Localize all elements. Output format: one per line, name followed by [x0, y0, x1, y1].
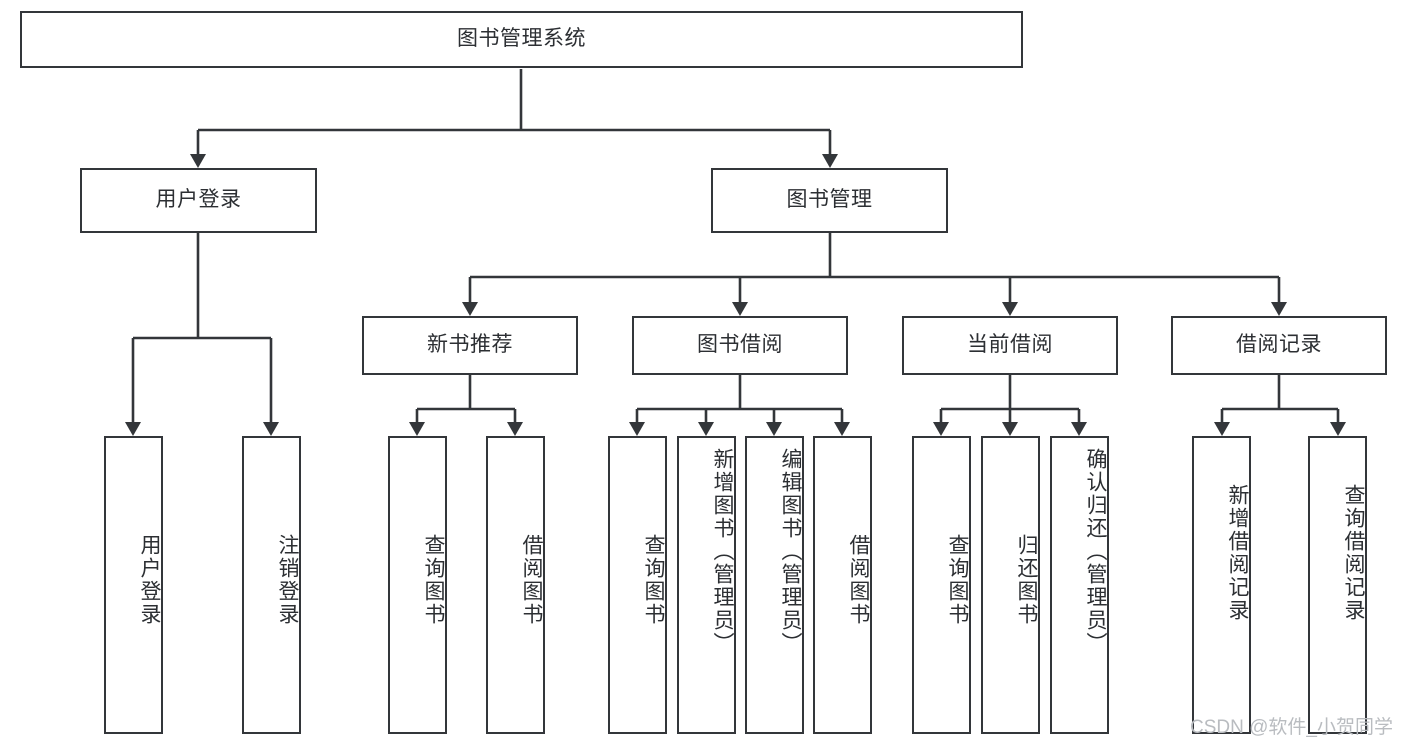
leaf-label: 借阅图书	[847, 534, 870, 626]
leaf-return-book[interactable]: 归还图书	[981, 436, 1040, 734]
node-new-book-recommend[interactable]: 新书推荐	[362, 316, 578, 375]
node-root-system[interactable]: 图书管理系统	[20, 11, 1023, 68]
leaf-label: 归还图书	[1015, 534, 1038, 626]
node-user-login[interactable]: 用户登录	[80, 168, 317, 233]
leaf-confirm-return-admin[interactable]: 确认归还（管理员）	[1050, 436, 1109, 734]
leaf-label: 借阅图书	[520, 534, 543, 626]
leaf-add-book-admin[interactable]: 新增图书（管理员）	[677, 436, 736, 734]
leaf-label: 注销登录	[276, 534, 299, 626]
leaf-query-book-borrow[interactable]: 查询图书	[608, 436, 667, 734]
leaf-edit-book-admin[interactable]: 编辑图书（管理员）	[745, 436, 804, 734]
leaf-user-login[interactable]: 用户登录	[104, 436, 163, 734]
node-borrow-record[interactable]: 借阅记录	[1171, 316, 1387, 375]
leaf-logout[interactable]: 注销登录	[242, 436, 301, 734]
leaf-label: 编辑图书（管理员）	[779, 448, 802, 655]
leaf-query-book-current[interactable]: 查询图书	[912, 436, 971, 734]
leaf-borrow-book[interactable]: 借阅图书	[813, 436, 872, 734]
leaf-label: 查询图书	[642, 534, 665, 626]
leaf-label: 新增图书（管理员）	[711, 448, 734, 655]
node-current-borrow[interactable]: 当前借阅	[902, 316, 1118, 375]
leaf-label: 查询借阅记录	[1342, 484, 1365, 622]
leaf-label: 确认归还（管理员）	[1084, 448, 1107, 655]
node-book-management[interactable]: 图书管理	[711, 168, 948, 233]
leaf-query-book-recommend[interactable]: 查询图书	[388, 436, 447, 734]
leaf-borrow-book-recommend[interactable]: 借阅图书	[486, 436, 545, 734]
leaf-label: 查询图书	[422, 534, 445, 626]
watermark-text: CSDN @软件_小贺同学	[1190, 717, 1393, 738]
leaf-add-borrow-record[interactable]: 新增借阅记录	[1192, 436, 1251, 734]
leaf-label: 查询图书	[946, 534, 969, 626]
leaf-label: 新增借阅记录	[1226, 484, 1249, 622]
node-book-borrow[interactable]: 图书借阅	[632, 316, 848, 375]
leaf-label: 用户登录	[138, 534, 161, 626]
leaf-query-borrow-record[interactable]: 查询借阅记录	[1308, 436, 1367, 734]
